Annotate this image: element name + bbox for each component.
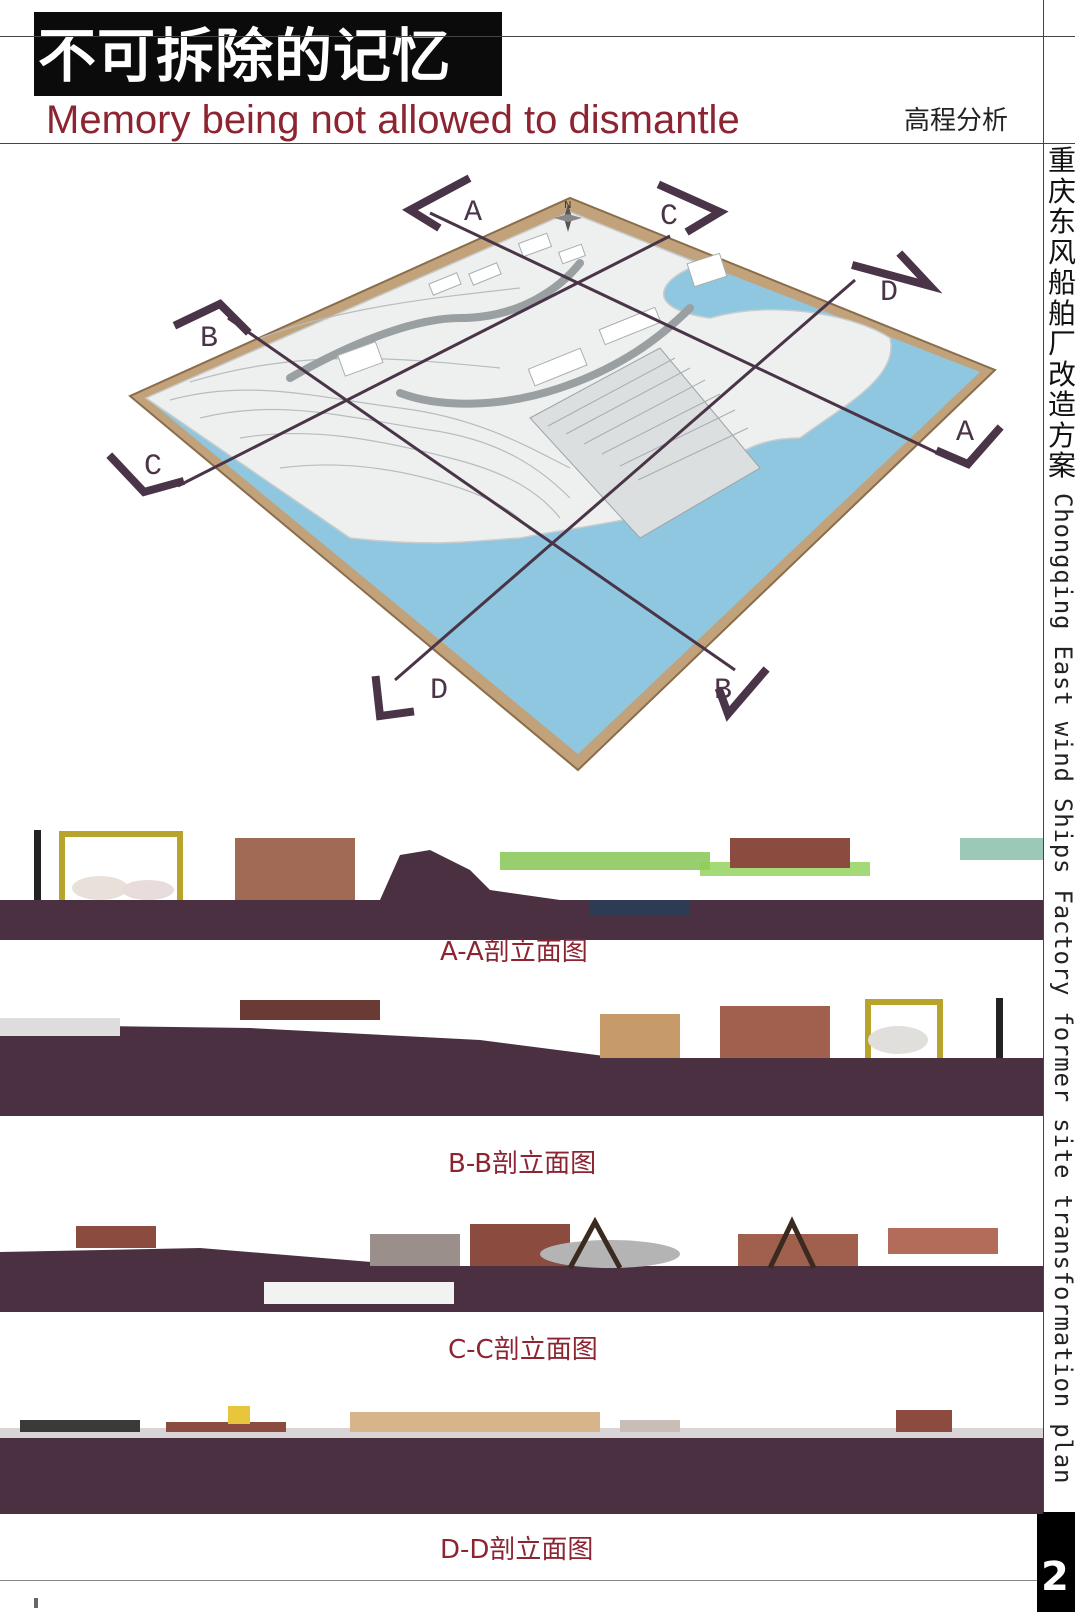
- section-mark-c-left: C: [144, 450, 162, 484]
- elevation-d-slab: [0, 1428, 1043, 1438]
- section-brackets: [106, 174, 1004, 722]
- elevation-a-tower: [34, 830, 41, 900]
- elevation-c-building-5: [888, 1228, 998, 1254]
- bracket-c-top: [656, 180, 729, 236]
- page-number-background: [1037, 1512, 1075, 1612]
- section-mark-d-right: D: [880, 276, 898, 310]
- bracket-b-bottom: [714, 666, 770, 722]
- north-label: N: [564, 200, 571, 211]
- elevation-c-gantry: [567, 1216, 623, 1270]
- elevation-d-yellow-block: [228, 1406, 250, 1424]
- elevation-a-building-2: [730, 838, 850, 868]
- elevation-c-c-label: C-C剖立面图: [448, 1335, 598, 1365]
- elevation-b-upper-slab: [0, 1018, 120, 1036]
- elevation-a-ship-2: [122, 880, 174, 900]
- section-mark-a-top: A: [464, 196, 482, 230]
- page-title-cn: 不可拆除的记忆: [38, 22, 452, 90]
- page-number: 2: [1041, 1554, 1069, 1600]
- section-lines: [177, 211, 949, 682]
- section-mark-d-bottom: D: [430, 674, 448, 708]
- elevation-b-b: [0, 998, 1043, 1116]
- header-top-rule: [0, 36, 1075, 37]
- elevation-b-ship: [868, 1026, 928, 1054]
- north-arrow-icon: [554, 204, 582, 232]
- elevation-c-ground: [0, 1248, 1043, 1312]
- model-road: [286, 259, 694, 408]
- site-model-diagram: N A A B B C C D D: [106, 174, 1004, 772]
- elevation-a-a: [0, 830, 1043, 940]
- elevation-d-building: [20, 1420, 140, 1432]
- model-slipway-stripes: [547, 357, 749, 481]
- elevation-d-building-5: [896, 1410, 952, 1432]
- project-title-en: Chongqing East wind Ships Factory former…: [1049, 493, 1075, 1485]
- elevation-b-gantry: [865, 999, 943, 1058]
- model-buildings: [337, 232, 728, 387]
- section-line-b: [227, 316, 736, 672]
- model-contours: [169, 287, 571, 531]
- elevation-a-block: [960, 838, 1043, 860]
- elevation-a-ship: [72, 876, 128, 900]
- elevation-c-gantry-2: [767, 1216, 817, 1270]
- footer-rule: [0, 1580, 1037, 1581]
- section-mark-c-top: C: [660, 200, 678, 234]
- bracket-b-left: [172, 299, 252, 336]
- elevation-d-d-label: D-D剖立面图: [440, 1535, 594, 1565]
- project-title-cn: 重 庆 东 风 船 舶 厂 改 造 方 案: [1047, 144, 1075, 482]
- elevation-d-building-2: [166, 1422, 286, 1432]
- elevation-b-building-3: [720, 1006, 830, 1058]
- page-title-en: Memory being not allowed to dismantle: [46, 98, 740, 142]
- elevation-b-tower: [996, 998, 1003, 1058]
- header-bottom-rule: [0, 143, 1075, 144]
- elevation-d-d: [0, 1406, 1043, 1514]
- elevation-d-building-4: [620, 1420, 680, 1432]
- elevation-c-c: [0, 1216, 1043, 1312]
- elevation-a-building: [235, 838, 355, 900]
- section-mark-a-right: A: [956, 416, 974, 450]
- elevation-c-building-2: [370, 1234, 460, 1266]
- elevation-a-a-label: A-A剖立面图: [440, 937, 588, 967]
- elevation-b-building: [240, 1000, 380, 1020]
- elevation-b-ground: [0, 1026, 1043, 1116]
- bracket-d-right: [851, 250, 943, 294]
- bracket-a-right: [934, 424, 1004, 469]
- bracket-c-left: [106, 452, 185, 497]
- bracket-d-bottom: [371, 675, 415, 721]
- elevation-d-building-3: [350, 1412, 600, 1432]
- elevation-d-ground: [0, 1438, 1043, 1514]
- section-line-a: [429, 211, 949, 460]
- section-line-d: [394, 278, 856, 682]
- elevation-c-slab: [264, 1282, 454, 1304]
- section-line-c: [177, 234, 671, 488]
- section-mark-b-left: B: [200, 322, 218, 356]
- elevation-c-building: [76, 1226, 156, 1248]
- sidebar-left-rule: [1043, 0, 1044, 1512]
- elevation-a-gantry: [59, 831, 183, 900]
- elevation-a-dock: [590, 900, 690, 916]
- section-mark-b-bottom: B: [714, 674, 732, 708]
- elevation-b-b-label: B-B剖立面图: [448, 1149, 597, 1179]
- elevation-a-grass: [500, 852, 710, 870]
- elevation-b-building-2: [600, 1014, 680, 1058]
- title-background: [34, 12, 502, 96]
- section-title: 高程分析: [904, 106, 1009, 136]
- elevation-a-ground: [0, 850, 1043, 940]
- bracket-a-top: [401, 174, 472, 232]
- footer-mark: [34, 1598, 38, 1608]
